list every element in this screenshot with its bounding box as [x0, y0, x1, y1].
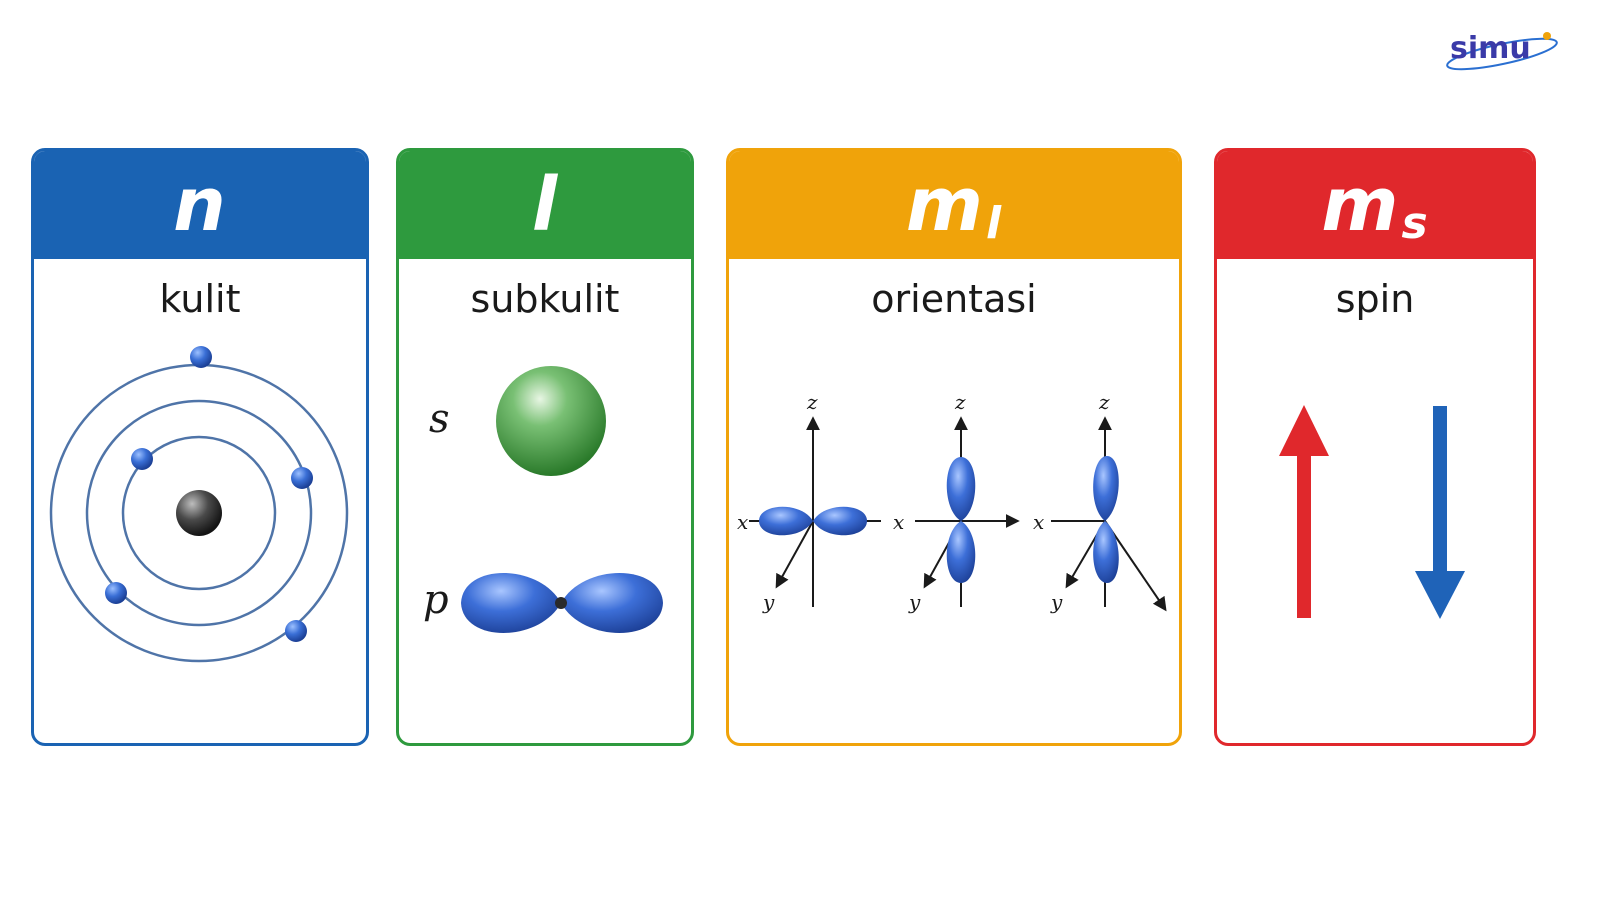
electron: [190, 346, 212, 368]
spin-arrows: [1279, 405, 1465, 619]
simu-logo: simu: [1446, 31, 1558, 71]
axis-label-y: y: [1050, 590, 1063, 614]
nucleus: [176, 490, 222, 536]
symbol-n: n: [173, 162, 227, 248]
spin-up-arrow: [1279, 405, 1329, 618]
axis-label-z: z: [1098, 390, 1110, 414]
orbital-orientations: z x y z x y z x y: [737, 390, 1167, 614]
symbol-m: m: [1321, 162, 1400, 248]
axis-label-y: y: [762, 590, 775, 614]
electron: [131, 448, 153, 470]
axis-label-z: z: [954, 390, 966, 414]
orbital-shapes: [461, 366, 663, 633]
label-kulit: kulit: [159, 277, 241, 321]
electron: [285, 620, 307, 642]
card-l: l subkulit s p: [396, 148, 694, 746]
axis-label-y: y: [908, 590, 921, 614]
axis-label-x: x: [1033, 510, 1044, 534]
axis-label-x: x: [893, 510, 904, 534]
symbol-l: l: [531, 162, 559, 248]
logo-text: simu: [1450, 31, 1531, 66]
electron: [291, 467, 313, 489]
symbol-m: m: [905, 162, 984, 248]
card-header-n: n: [34, 151, 366, 259]
px-orbital: z x y: [737, 390, 881, 614]
card-n: n kulit: [31, 148, 369, 746]
s-orbital: [496, 366, 606, 476]
atom-shells-diagram: [49, 346, 349, 663]
subscript-l: l: [986, 197, 1003, 249]
subscript-s: s: [1401, 197, 1429, 249]
label-orientasi: orientasi: [871, 277, 1037, 321]
orbital-label-p: p: [423, 577, 449, 623]
electron: [105, 582, 127, 604]
p-orbital-tilted: z x y: [1033, 390, 1167, 614]
label-spin: spin: [1335, 277, 1415, 321]
p-orbital: [461, 573, 663, 633]
pz-orbital: z x y: [893, 390, 1020, 614]
axis-label-z: z: [806, 390, 818, 414]
card-header-l: l: [399, 151, 691, 259]
spin-down-arrow: [1415, 406, 1465, 619]
axis-label-x: x: [737, 510, 748, 534]
label-subkulit: subkulit: [470, 277, 620, 321]
orbital-label-s: s: [429, 396, 450, 442]
